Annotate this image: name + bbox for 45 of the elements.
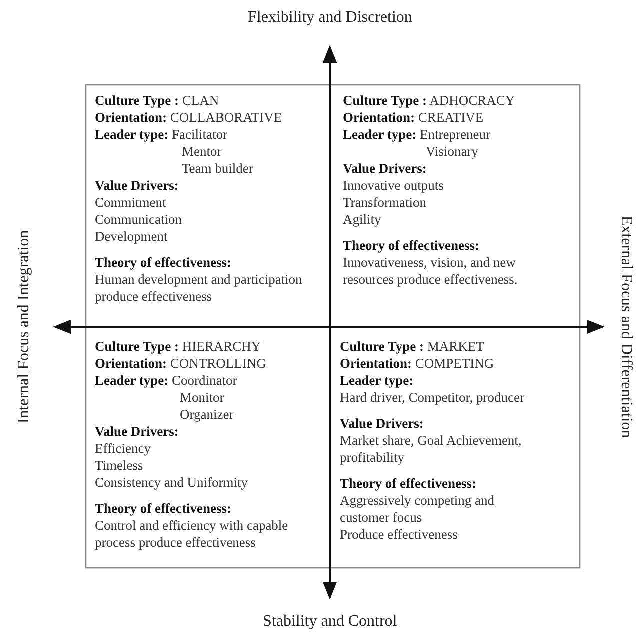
text-line: Market share, Goal Achievement, profitability	[340, 432, 523, 466]
text-line: Innovativeness, vision, and new resources produce effectiveness.	[343, 254, 518, 288]
text-line: Leader type:	[340, 372, 414, 389]
text-line: Value Drivers:	[340, 415, 424, 432]
text-line: Culture Type : HIERARCHY	[95, 338, 262, 355]
text-line: Orientation: COMPETING	[340, 355, 494, 372]
text-line: Consistency and Uniformity	[95, 474, 248, 491]
text-line: Orientation: COLLABORATIVE	[95, 109, 282, 126]
text-line: Value Drivers:	[95, 177, 179, 194]
text-line: Value Drivers:	[95, 423, 179, 440]
text-line: Theory of effectiveness:	[95, 500, 232, 517]
text-line: Commitment	[95, 194, 166, 211]
axis-label: Internal Focus and Integration	[15, 230, 34, 424]
text-line: Team builder	[182, 160, 254, 177]
text-line: Visionary	[426, 143, 478, 160]
text-line: Transformation	[343, 194, 426, 211]
text-line: Leader type: Facilitator	[95, 126, 228, 143]
text-line: Leader type: Entrepreneur	[343, 126, 490, 143]
axis-label: Flexibility and Discretion	[248, 9, 412, 27]
text-line: Orientation: CREATIVE	[343, 109, 484, 126]
text-line: Monitor	[180, 389, 224, 406]
text-line: Development	[95, 228, 168, 245]
axis-label: External Focus and Differentiation	[617, 216, 636, 438]
text-line: Produce effectiveness	[340, 526, 458, 543]
text-line: Orientation: CONTROLLING	[95, 355, 266, 372]
text-line: Control and efficiency with capable process produce effectiveness	[95, 517, 290, 551]
text-line: Agility	[343, 211, 382, 228]
text-line: Organizer	[180, 406, 234, 423]
text-line: Culture Type : CLAN	[95, 92, 220, 109]
text-line: Leader type: Coordinator	[95, 372, 238, 389]
text-line: Efficiency	[95, 440, 151, 457]
text-line: Value Drivers:	[343, 160, 427, 177]
text-line: Mentor	[182, 143, 222, 160]
axis-label: Stability and Control	[263, 613, 398, 631]
text-line: Theory of effectiveness:	[95, 254, 232, 271]
text-line: Communication	[95, 211, 182, 228]
text-line: Hard driver, Competitor, producer	[340, 389, 524, 406]
text-line: Culture Type : ADHOCRACY	[343, 92, 516, 109]
text-line: Human development and participation produce effectiveness	[95, 271, 304, 305]
text-line: Innovative outputs	[343, 177, 444, 194]
text-line: Theory of effectiveness:	[340, 475, 476, 492]
text-line: Theory of effectiveness:	[343, 237, 480, 254]
text-line: Culture Type : MARKET	[340, 338, 484, 355]
text-line: Aggressively competing and customer focus	[340, 492, 496, 526]
text-line: Timeless	[95, 457, 144, 474]
